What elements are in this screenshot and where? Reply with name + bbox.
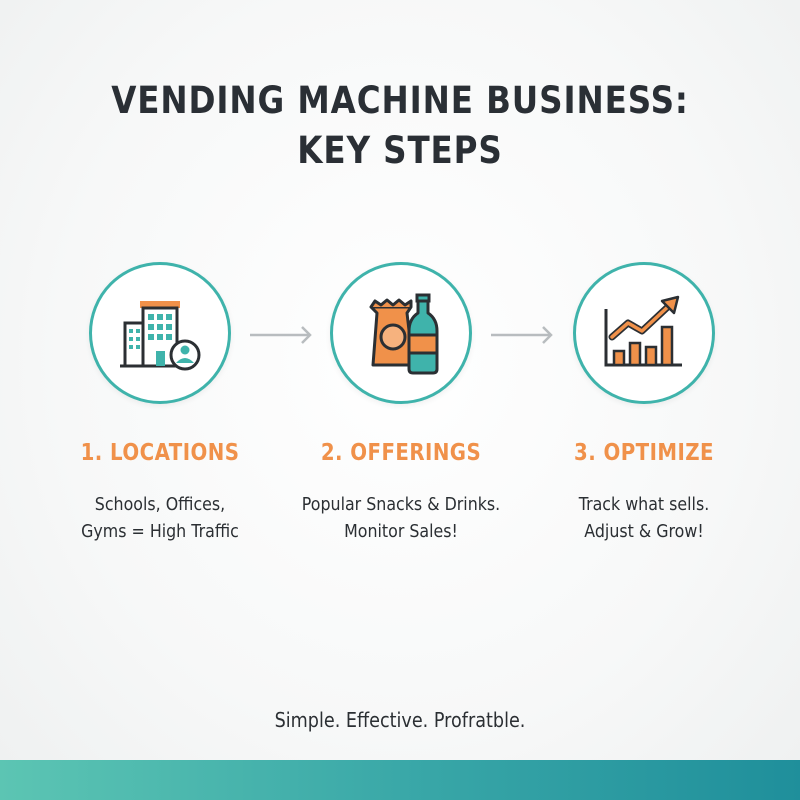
footer-gradient-bar bbox=[0, 760, 800, 800]
step-2-desc-line-2: Monitor Sales! bbox=[344, 521, 458, 542]
arrow-right-icon bbox=[491, 326, 553, 344]
tagline: Simple. Effective. Profratble. bbox=[274, 708, 526, 732]
step-3-description: Track what sells. Adjust & Grow! bbox=[538, 491, 749, 545]
step-2-desc-line-1: Popular Snacks & Drinks. bbox=[301, 494, 501, 515]
step-1-desc-line-2: Gyms = High Traffic bbox=[81, 521, 239, 542]
page-title: VENDING MACHINE BUSINESS: KEY STEPS bbox=[48, 76, 752, 176]
growth-chart-icon bbox=[604, 295, 682, 367]
step-3-desc-line-2: Adjust & Grow! bbox=[584, 521, 704, 542]
title-line-1: VENDING MACHINE BUSINESS: bbox=[111, 79, 689, 122]
step-1-desc-line-1: Schools, Offices, bbox=[94, 494, 226, 515]
step-3-title: 3. OPTIMIZE bbox=[574, 440, 714, 466]
step-3-desc-line-1: Track what sells. bbox=[578, 494, 710, 515]
building-person-icon bbox=[120, 301, 201, 371]
step-3-circle bbox=[573, 262, 715, 404]
arrow-right-icon bbox=[250, 326, 312, 344]
snack-drink-icon bbox=[369, 293, 439, 375]
step-2-description: Popular Snacks & Drinks. Monitor Sales! bbox=[295, 491, 506, 545]
step-2-title: 2. OFFERINGS bbox=[320, 440, 482, 466]
step-1-circle bbox=[89, 262, 231, 404]
step-1-description: Schools, Offices, Gyms = High Traffic bbox=[54, 491, 265, 545]
step-1-title: 1. LOCATIONS bbox=[80, 440, 240, 466]
step-2-circle bbox=[330, 262, 472, 404]
title-line-2: KEY STEPS bbox=[297, 129, 503, 172]
